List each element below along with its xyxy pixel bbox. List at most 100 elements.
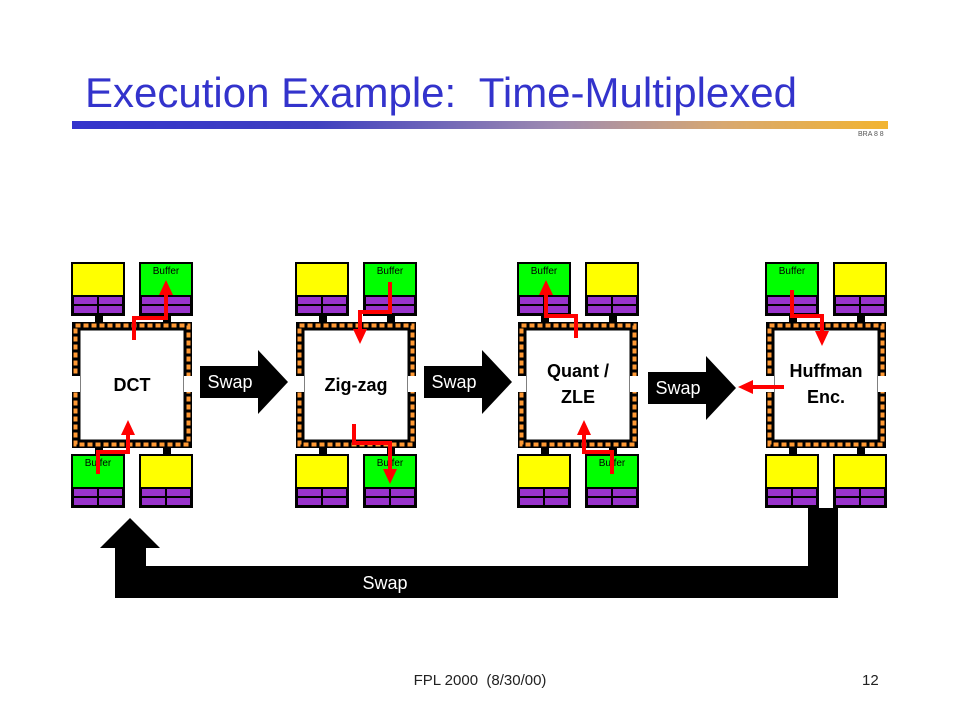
flow-arrow xyxy=(577,420,614,474)
buffer-port-bar xyxy=(793,306,816,313)
flow-arrowhead xyxy=(577,420,591,435)
stage-label: Huffman xyxy=(790,361,863,381)
buffer-port-bar xyxy=(99,489,122,496)
flow-arrow xyxy=(539,280,578,338)
swap-label: Swap xyxy=(431,372,476,392)
flow-arrowhead xyxy=(539,280,553,295)
swap-arrow: Swap xyxy=(424,350,512,414)
buffer-port-bar xyxy=(545,297,568,304)
buffer-port-bar xyxy=(142,489,165,496)
buffer-port-bar xyxy=(768,498,791,505)
buffer-connector xyxy=(541,448,549,455)
buffer-top-right xyxy=(833,262,887,316)
flow-arrowhead xyxy=(815,331,829,346)
buffer-port-bar xyxy=(613,498,636,505)
buffer-port-bar xyxy=(74,489,97,496)
buffer-port-bar xyxy=(861,297,884,304)
buffer-port-bar xyxy=(298,306,321,313)
stage-label: Zig-zag xyxy=(325,375,388,395)
buffer-connector xyxy=(857,315,865,322)
buffer-port-bar xyxy=(74,297,97,304)
buffer-port-bar xyxy=(520,489,543,496)
buffer-port-bar xyxy=(836,306,859,313)
buffer-connector xyxy=(789,315,797,322)
buffer-port-bar xyxy=(545,306,568,313)
flow-arrow xyxy=(132,280,173,340)
buffer-bottom-left xyxy=(517,454,571,508)
chip-port-left xyxy=(765,376,774,392)
flow-arrows xyxy=(96,280,829,484)
chip-core xyxy=(773,329,879,441)
buffer-port-bar xyxy=(298,498,321,505)
flow-arrowhead xyxy=(121,420,135,435)
flow-arrow xyxy=(790,290,829,346)
stage-label: DCT xyxy=(114,375,151,395)
buffer-port-bar xyxy=(142,498,165,505)
buffer-port-bar xyxy=(545,498,568,505)
buffer-connector xyxy=(319,315,327,322)
swap-arrow-shape xyxy=(200,350,288,414)
corner-tag: BRA 8 8 xyxy=(858,131,884,138)
buffer-port-bar xyxy=(366,489,389,496)
buffer-port-bar xyxy=(793,489,816,496)
chip-core xyxy=(303,329,409,441)
buffer-label: Buffer xyxy=(779,266,806,277)
flow-arrow-line xyxy=(358,282,392,330)
buffer-port-bar xyxy=(613,306,636,313)
buffer-port-bar xyxy=(520,306,543,313)
buffer-bottom-left xyxy=(765,454,819,508)
buffer-bottom-left xyxy=(295,454,349,508)
buffer-label: Buffer xyxy=(377,266,404,277)
buffer-port-bar xyxy=(793,498,816,505)
buffer-connector xyxy=(163,448,171,455)
buffer-port-bar xyxy=(588,489,611,496)
buffer-port-bar xyxy=(167,498,190,505)
buffer-port-bar xyxy=(861,489,884,496)
footer-text: FPL 2000 (8/30/00) xyxy=(413,672,547,689)
buffer-port-bar xyxy=(520,498,543,505)
buffer-port-bar xyxy=(142,306,165,313)
page-number: 12 xyxy=(862,672,879,689)
swap-label: Swap xyxy=(207,372,252,392)
buffer-port-bar xyxy=(142,297,165,304)
buffer-bottom-right xyxy=(833,454,887,508)
swap-label: Swap xyxy=(655,378,700,398)
swap-arrow-shape xyxy=(648,356,736,420)
buffer-port-bar xyxy=(588,306,611,313)
buffer-label: Buffer xyxy=(531,266,558,277)
buffer-port-bar xyxy=(99,297,122,304)
buffer-port-bar xyxy=(74,498,97,505)
buffer-port-bar xyxy=(167,489,190,496)
buffer-port-bar xyxy=(391,498,414,505)
buffer-port-bar xyxy=(167,297,190,304)
buffer-port-bar xyxy=(836,498,859,505)
buffer-port-bar xyxy=(545,489,568,496)
buffer-port-bar xyxy=(836,297,859,304)
buffer-label: Buffer xyxy=(153,266,180,277)
flow-arrowhead xyxy=(353,329,367,344)
flow-arrow-line xyxy=(582,434,614,474)
chip-core xyxy=(79,329,185,441)
buffer-port-bar xyxy=(520,297,543,304)
flow-arrow-line xyxy=(132,294,168,340)
chip-port-left xyxy=(517,376,526,392)
swap-arrow: Swap xyxy=(200,350,288,414)
chip-core xyxy=(525,329,631,441)
return-swap-label: Swap xyxy=(362,573,407,593)
buffer-connector xyxy=(319,448,327,455)
buffer-port-bar xyxy=(391,489,414,496)
swap-arrow-shape xyxy=(424,350,512,414)
title-rule xyxy=(72,121,888,129)
buffer-port-bar xyxy=(588,297,611,304)
buffer-port-bar xyxy=(323,489,346,496)
flow-arrowhead xyxy=(738,380,753,394)
buffer-port-bar xyxy=(768,306,791,313)
buffer-top-left xyxy=(71,262,125,316)
chip-port-right xyxy=(184,376,193,392)
buffer-port-bar xyxy=(167,306,190,313)
flow-arrow xyxy=(352,424,397,484)
